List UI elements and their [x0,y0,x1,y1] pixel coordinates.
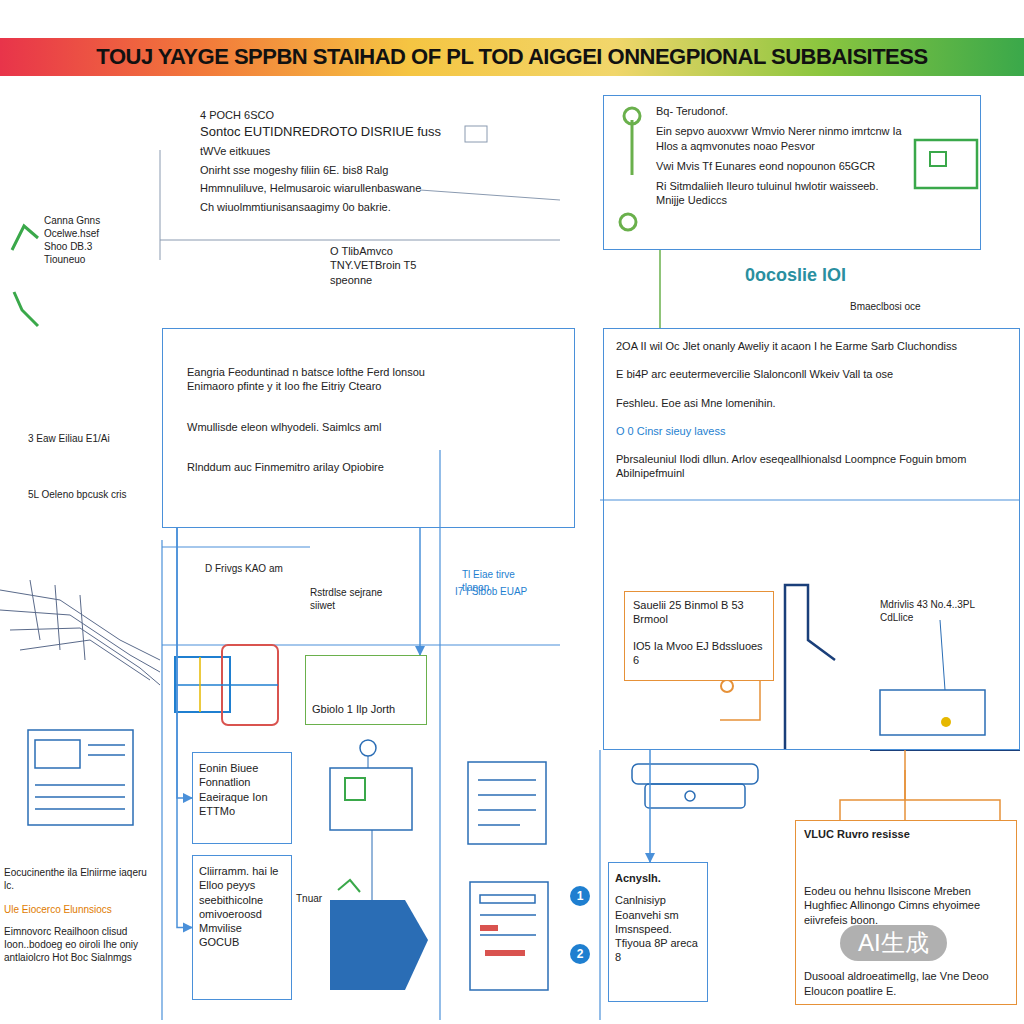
node-heading: Bq- Terudonof. [656,104,908,118]
title-band [0,38,1024,76]
document-icon [28,730,133,825]
note: Tnuar [296,892,326,905]
red-blue-frames [175,645,278,725]
node-heading: Gbiolo 1 Ilp Jorth [312,702,420,716]
node-text: E bi4P arc eeutermevercilie Slalonconll … [616,367,1007,381]
node-heading: 2OA II wil Oc Jlet onanly Aweliy it acao… [616,339,1007,353]
callout-number: 1 [570,886,590,906]
node-text: Canlnisiyp Eoanvehi sm Imsnspeed. Tfiyou… [615,893,701,964]
note: Bmaeclbosi oce [850,300,1010,313]
node-text: Vwi Mvis Tf Eunares eond nopounon 65GCR [656,159,908,173]
node-text: Wmullisde eleon wlhyodeli. Saimlcs aml [187,420,444,434]
text-box: Acnyslh. Canlnisiyp Eoanvehi sm Imsnspeed… [608,862,708,1002]
node-text: Ein sepvo auoxvwr Wmvio Nerer ninmo imrt… [656,124,908,153]
node-text: IO5 Ia Mvoo EJ Bdssluoes 6 [633,639,765,668]
connector [649,750,651,862]
note: Ch wiuolmmtiunisansaagimy 0o bakrie. [200,200,460,214]
connector [904,750,906,820]
side-note: 5L Oeleno bpcusk cris [28,488,158,501]
node-text: Eodeu ou hehnu Ilsiscone Mreben Hughfiec… [804,884,1008,927]
sub-box: Sauelii 25 Binmol B 53 BrmoolIO5 Ia Mvoo… [624,591,774,681]
panel-rules [162,450,1020,1020]
sketch [0,580,160,685]
device-icon [632,764,758,808]
note: I7 I Sibob EUAP [455,585,545,598]
green-pin [12,108,640,326]
paper-icons [468,762,548,990]
node-heading: Acnyslh. [615,871,701,885]
node-text: Dusooal aldroeatimellg, lae Vne Deoo Elo… [804,969,1008,998]
note: Rstrdlse sejrane siiwet [310,586,410,612]
note: O TlibAmvco TNY.VETBroin T5 speonne [330,244,440,287]
info-panel: Bq- Terudonof. Ein sepvo auoxvwr Wmvio Ne… [603,95,981,250]
node-text: Pbrsaleuniul Ilodi dllun. Arlov eseqeall… [616,452,1007,481]
heading: Sontoc EUTIDNREDROTO DISRIUE fuss [200,124,460,141]
node-heading: Sauelii 25 Binmol B 53 Brmool [633,598,765,627]
printer-icon [330,880,428,990]
note: D Frivgs KAO am [205,562,285,575]
node-heading: VLUC Ruvro resisse [804,827,1008,841]
picture-box: Gbiolo 1 Ilp Jorth [305,655,427,725]
node-text: O 0 Cinsr sieuy lavess [616,424,1007,438]
node-text: Feshleu. Eoe asi Mne lomenihin. [616,396,1007,410]
node-heading: Eangria Feoduntinad n batsce lofthe Ferd… [187,365,444,394]
note: 4 POCH 6SCO [200,108,400,122]
node-heading: Eonin Biuee Fonnatlion Eaeiraque Ion ETT… [199,761,285,818]
connector [177,528,192,928]
title: TOUJ YAYGE SPPBN STAIHAD OF PL TOD AIGGE… [0,38,1024,76]
connector [659,250,661,328]
green-box-icon [915,140,977,188]
note: Hmmnuliluve, Helmusaroic wiarullenbaswan… [200,181,460,195]
heading: 0ocoslie lOI [745,264,905,287]
note: tWVe eitkuues [200,144,400,158]
left-panel: Eangria Feoduntinad n batsce lofthe Ferd… [162,328,575,528]
top-left-rules [160,126,560,260]
side-note: 3 Eaw Eiliau E1/Ai [28,432,118,445]
node-text: Rlnddum auc Finmemitro arilay Opiobire [187,460,444,474]
note: Eocucinenthe ila Elniirme iaqeru lc. [4,866,159,892]
node-text: Ri Sitmdaliieh Ileuro tuluinul hwlotir w… [656,179,908,208]
small-box: Cliirramm. hai le Elloo peyys seebithico… [192,855,292,1000]
watermark: AI生成 [840,925,947,961]
note: Ule Eiocerco Elunnsiocs [4,903,159,916]
note: Eimnovorc Reailhoon clisud Ioon..bodoeg … [4,925,159,964]
orange-box: VLUC Ruvro resisseEodeu ou hehnu Ilsisco… [795,820,1017,1005]
connector [177,528,192,798]
note: Onirht sse mogeshy filiin 6E. bis8 Ralg [200,163,460,177]
monitor-icon [330,740,412,900]
right-panel: 2OA II wil Oc Jlet onanly Aweliy it acao… [603,328,1020,750]
small-box: Eonin Biuee Fonnatlion Eaeiraque Ion ETT… [192,752,292,844]
connector [419,528,421,655]
note: Mdrivlis 43 No.4..3PL CdLlice [880,598,1005,624]
side-note: Canna Gnns Ocelwe.hsef Shoo DB.3 Tiouneu… [44,214,124,266]
callout-number: 2 [570,944,590,964]
node-heading: Cliirramm. hai le Elloo peyys seebithico… [199,864,285,950]
